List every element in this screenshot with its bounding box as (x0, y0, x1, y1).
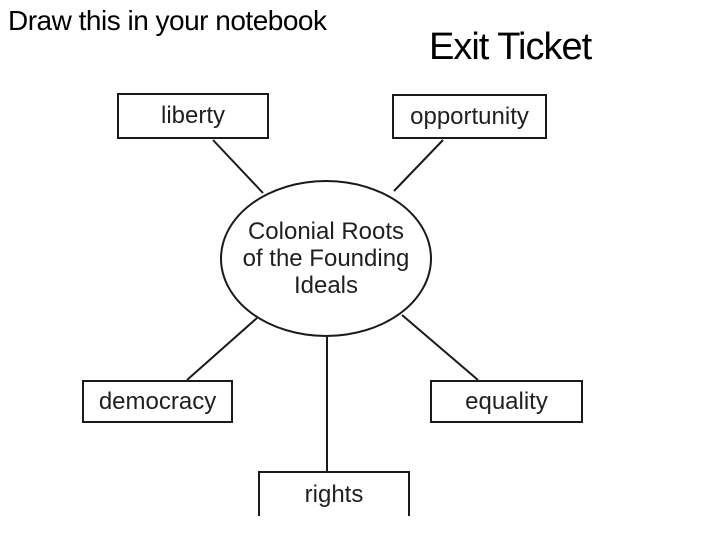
central-ellipse: Colonial Roots of the Founding Ideals (220, 180, 432, 337)
central-ellipse-line3: Ideals (293, 272, 359, 299)
node-liberty: liberty (117, 93, 269, 139)
node-liberty-label: liberty (160, 102, 226, 129)
node-rights: rights (258, 471, 410, 516)
node-democracy: democracy (82, 380, 233, 423)
node-equality-label: equality (465, 387, 548, 415)
node-democracy-label: democracy (98, 387, 217, 415)
node-rights-label: rights (304, 480, 364, 508)
node-equality: equality (430, 380, 583, 423)
central-ellipse-line2: of the Founding (242, 245, 410, 272)
connector-equality (401, 314, 479, 381)
node-opportunity-label: opportunity (410, 102, 529, 130)
instruction-text: Draw this in your notebook (8, 5, 327, 36)
node-opportunity: opportunity (392, 94, 547, 139)
page-title: Exit Ticket (429, 26, 592, 68)
central-ellipse-line1: Colonial Roots (247, 218, 405, 245)
connector-democracy (186, 317, 258, 381)
connector-opportunity (393, 139, 444, 192)
connector-liberty (212, 139, 264, 194)
